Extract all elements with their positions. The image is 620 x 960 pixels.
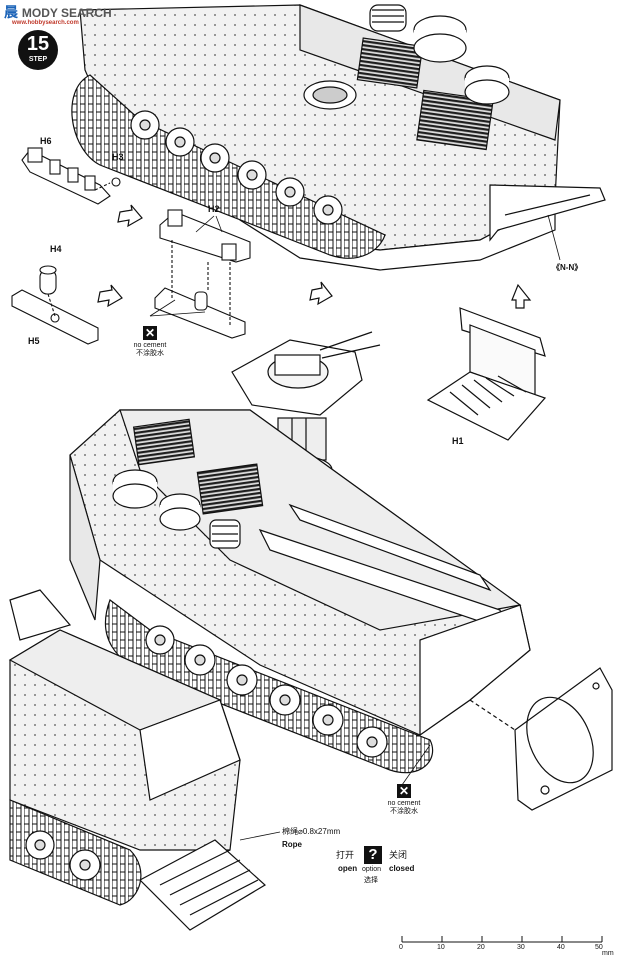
option-icon: ? [364, 846, 382, 864]
part-h2-assembly [154, 209, 251, 339]
part-h4-h5-assembly [11, 265, 99, 345]
part-label-h1: H1 [452, 436, 464, 446]
main-vehicle [69, 409, 531, 737]
no-cement-cn: 不涂胶水 [136, 350, 164, 357]
part-label-h5: H5 [28, 336, 40, 346]
flow-arrows [97, 204, 532, 309]
scale-tick-10: 10 [437, 944, 445, 951]
scale-unit: mm [602, 950, 614, 957]
rope-label-cn: 棉绳⌀0.8x27mm [282, 827, 341, 836]
open-label-cn: 打开 [336, 850, 355, 860]
watermark-site: www.hobbysearch.com [12, 20, 79, 26]
step-badge: 15 STEP [18, 30, 58, 70]
option-label-cn: 选择 [364, 877, 378, 884]
no-cement-cn: 不涂胶水 [390, 808, 418, 815]
part-label-h6: H6 [40, 136, 52, 146]
top-vehicle [79, 4, 606, 271]
top-vehicle-track [71, 74, 386, 259]
open-label-en: open [338, 864, 358, 873]
part-h6-assembly [21, 147, 121, 205]
step-label: STEP [28, 56, 48, 63]
watermark-logo: 晨 MODY SEARCH [4, 2, 112, 22]
no-cement-en: no cement [133, 342, 167, 349]
watermark-brand-text: MODY SEARCH [21, 6, 112, 20]
step-number: 15 [26, 33, 50, 55]
part-label-h2: H2 [208, 204, 220, 214]
rear-door-panel [469, 667, 613, 811]
lower-vehicle-track [9, 799, 142, 906]
no-cement-note-lower: ✕ no cement 不涂胶水 [374, 784, 434, 816]
no-cement-en: no cement [387, 800, 421, 807]
scale-tick-50: 50 [595, 944, 603, 951]
part-label-h3: H3 [112, 152, 124, 162]
scale-bar [401, 936, 603, 943]
scale-tick-30: 30 [517, 944, 525, 951]
scale-tick-0: 0 [399, 944, 403, 951]
no-cement-note-upper: ✕ no cement 不涂胶水 [120, 326, 180, 358]
part-label-h4: H4 [50, 244, 62, 254]
no-cement-icon: ✕ [397, 784, 411, 798]
scale-tick-20: 20 [477, 944, 485, 951]
part-h1-ramp [426, 307, 547, 441]
leader-lines [149, 214, 561, 841]
scale-tick-40: 40 [557, 944, 565, 951]
closed-label-en: closed [389, 864, 415, 873]
rope-label-en: Rope [282, 840, 302, 849]
watermark-brand-cn: 晨 [4, 4, 18, 20]
closed-label-cn: 关闭 [389, 850, 408, 860]
lower-vehicle [8, 589, 267, 931]
option-label-en: option [362, 866, 382, 873]
no-cement-icon: ✕ [143, 326, 157, 340]
main-vehicle-track [104, 599, 434, 774]
section-label-nn: 《N-N》 [552, 263, 583, 272]
